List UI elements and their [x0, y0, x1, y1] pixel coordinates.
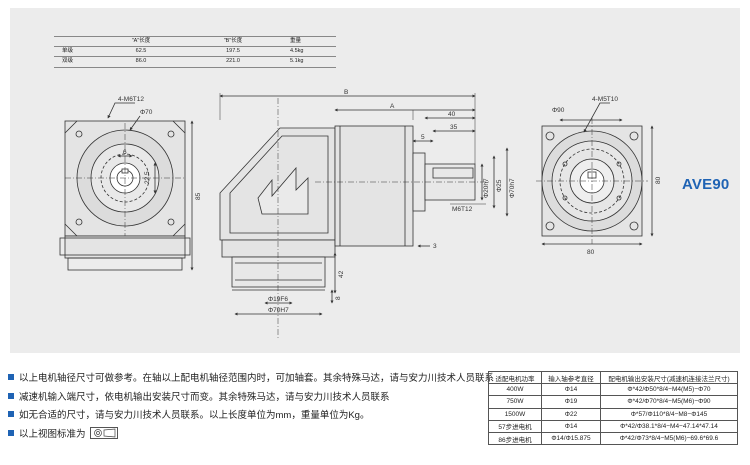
header-cell: 适配电机功率: [488, 370, 542, 385]
projection-symbol-icon: [89, 427, 118, 440]
bullet-square-icon: [8, 374, 14, 381]
table-cell: 单级: [54, 46, 100, 58]
side-dim-42: 42: [338, 270, 345, 278]
table-cell: 400W: [488, 383, 542, 397]
note-item: 如无合适的尺寸，请与安力川技术人员联系。以上长度单位为mm，重量单位为Kg。: [8, 405, 494, 424]
right-dim-80-h: 80: [587, 249, 595, 256]
side-dim-70h7-h: Φ70H7: [268, 307, 289, 314]
table-cell: Φ19: [541, 395, 601, 409]
right-view: [536, 102, 654, 246]
note-text: 减速机输入端尺寸，依电机输出安装尺寸而变。其余特殊马达，请与安力川技术人员联系: [19, 391, 390, 403]
table-cell: Φ14/Φ15.875: [541, 431, 601, 446]
left-dim-6: 6: [123, 149, 127, 156]
side-dim-8: 8: [335, 296, 342, 300]
technical-drawing: 4-M6T12 Φ70 6 22.5 85: [59, 89, 662, 338]
table-cell: Φ22: [541, 407, 601, 421]
table-row: 1500W Φ22 Φ*57/Φ110*8/4−M8−Φ145: [488, 407, 738, 421]
table-cell: 197.5: [182, 46, 284, 58]
table-cell: 双级: [54, 56, 100, 68]
table-cell: 57步进电机: [488, 419, 542, 433]
table-row: 750W Φ19 Φ*42/Φ70*8/4−M5(M6)−Φ90: [488, 395, 738, 409]
length-weight-table: "A"长度 "B"长度 重量 单级 62.5 197.5 4.5kg 双级 86…: [54, 35, 336, 68]
table-cell: 5.1kg: [284, 56, 336, 68]
bullet-square-icon: [8, 430, 14, 437]
left-view: [59, 102, 194, 271]
header-cell: 输入轴参考直径: [541, 370, 601, 385]
note-text: 以上视图标准为: [19, 429, 86, 441]
right-dim-80-v: 80: [655, 176, 662, 184]
drawing-panel: 4-M6T12 Φ70 6 22.5 85: [10, 8, 740, 353]
note-item: 以上电机轴径尺寸可做参考。在轴以上配电机轴径范围内时，可加轴套。其余特殊马达，请…: [8, 368, 494, 387]
left-dim-22-5: 22.5: [144, 171, 151, 184]
table-cell: Φ*57/Φ110*8/4−M8−Φ145: [600, 407, 738, 421]
side-dim-20h7: Φ20h7: [483, 178, 490, 198]
table-cell: 750W: [488, 395, 542, 409]
table-cell: 221.0: [182, 56, 284, 68]
header-cell: 重量: [284, 35, 336, 48]
side-dim-B: B: [344, 89, 348, 96]
side-dim-35: 35: [450, 124, 458, 131]
table-cell: 1500W: [488, 407, 542, 421]
side-dim-40: 40: [448, 111, 456, 118]
header-cell: "B"长度: [182, 35, 284, 48]
bullet-square-icon: [8, 392, 14, 399]
right-circle-label: Φ90: [552, 107, 565, 114]
side-dim-25: Φ25: [496, 179, 503, 192]
table-row: 400W Φ14 Φ*42/Φ50*8/4−M4(M5)−Φ70: [488, 383, 738, 397]
right-thread-label: 4-M5T10: [592, 96, 618, 103]
side-dim-19f6: Φ19F6: [268, 296, 288, 303]
notes-list: 以上电机轴径尺寸可做参考。在轴以上配电机轴径范围内时，可加轴套。其余特殊马达，请…: [8, 368, 494, 442]
side-dim-5: 5: [421, 134, 425, 141]
model-name: AVE90: [682, 176, 730, 193]
table-cell: 86步进电机: [488, 431, 542, 446]
table-cell: Φ*42/Φ50*8/4−M4(M5)−Φ70: [600, 383, 738, 397]
header-cell: 配电机输出安装尺寸(减速机连接法兰尺寸): [600, 370, 738, 385]
table-cell: Φ*42/Φ73*8/4−M5(M6)−69.6*69.6: [600, 431, 738, 446]
note-text: 以上电机轴径尺寸可做参考。在轴以上配电机轴径范围内时，可加轴套。其余特殊马达，请…: [19, 373, 495, 385]
left-dim-85: 85: [195, 192, 202, 200]
table-cell: Φ14: [541, 383, 601, 397]
note-item: 减速机输入端尺寸，依电机输出安装尺寸而变。其余特殊马达，请与安力川技术人员联系: [8, 387, 494, 406]
table-header-row: "A"长度 "B"长度 重量: [54, 35, 336, 48]
side-dim-A: A: [390, 103, 395, 110]
table-header-row: 适配电机功率 输入轴参考直径 配电机输出安装尺寸(减速机连接法兰尺寸): [488, 370, 738, 385]
table-cell: 62.5: [100, 46, 182, 58]
table-cell: 4.5kg: [284, 46, 336, 58]
side-view: [219, 93, 509, 338]
table-cell: 86.0: [100, 56, 182, 68]
side-thread-label: M6T12: [452, 206, 473, 213]
note-text: 如无合适的尺寸，请与安力川技术人员联系。以上长度单位为mm，重量单位为Kg。: [19, 410, 370, 422]
table-cell: Φ*42/Φ70*8/4−M5(M6)−Φ90: [600, 395, 738, 409]
table-row: 双级 86.0 221.0 5.1kg: [54, 56, 336, 68]
side-dim-70h7-v: Φ70h7: [509, 178, 516, 198]
table-cell: Φ14: [541, 419, 601, 433]
table-row: 单级 62.5 197.5 4.5kg: [54, 46, 336, 58]
header-cell: [54, 35, 100, 48]
bullet-square-icon: [8, 411, 14, 418]
table-row: 57步进电机 Φ14 Φ*42/Φ38.1*8/4−M4−47.14*47.14: [488, 419, 738, 433]
motor-fit-table: 适配电机功率 输入轴参考直径 配电机输出安装尺寸(减速机连接法兰尺寸) 400W…: [488, 370, 738, 446]
left-circle-label: Φ70: [140, 109, 153, 116]
side-dim-3: 3: [433, 243, 437, 250]
header-cell: "A"长度: [100, 35, 182, 48]
note-item: 以上视图标准为: [8, 424, 494, 443]
table-row: 86步进电机 Φ14/Φ15.875 Φ*42/Φ73*8/4−M5(M6)−6…: [488, 431, 738, 446]
left-thread-label: 4-M6T12: [118, 96, 144, 103]
table-cell: Φ*42/Φ38.1*8/4−M4−47.14*47.14: [600, 419, 738, 433]
